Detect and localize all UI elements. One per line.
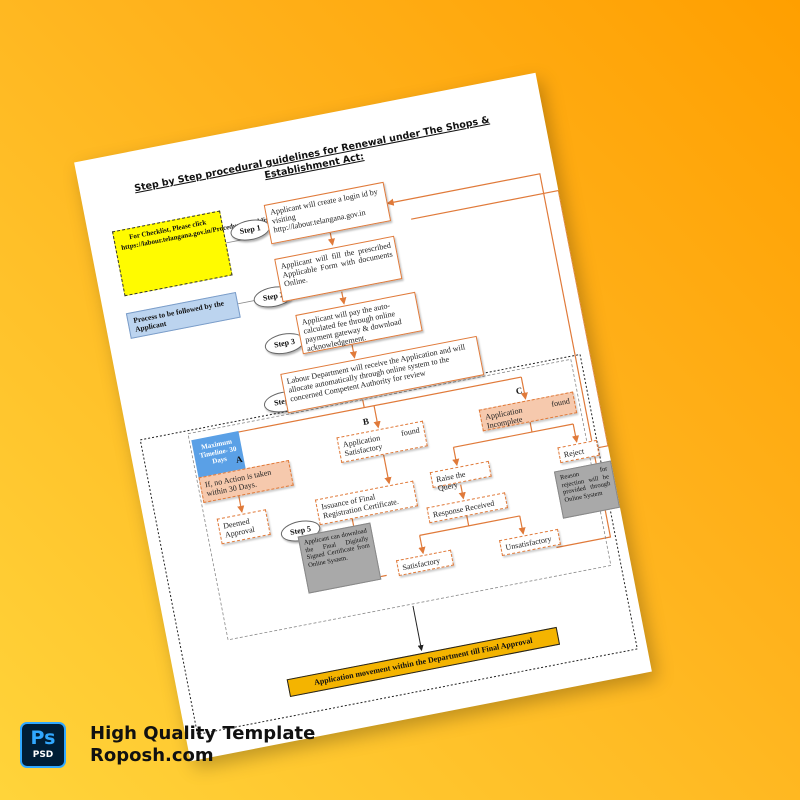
- branch-a-letter: A: [234, 453, 244, 465]
- brand-footer: Ps PSD High Quality Template Roposh.com: [20, 722, 315, 768]
- photoshop-icon: Ps PSD: [20, 722, 66, 768]
- photoshop-icon-label: Ps: [30, 727, 56, 749]
- brand-tagline: High Quality Template: [90, 723, 316, 744]
- document-page: Step by Step procedural guidelines for R…: [74, 72, 652, 762]
- brand-text: High Quality Template Roposh.com: [90, 723, 315, 767]
- photoshop-icon-sublabel: PSD: [32, 750, 54, 760]
- brand-site[interactable]: Roposh.com: [90, 745, 214, 766]
